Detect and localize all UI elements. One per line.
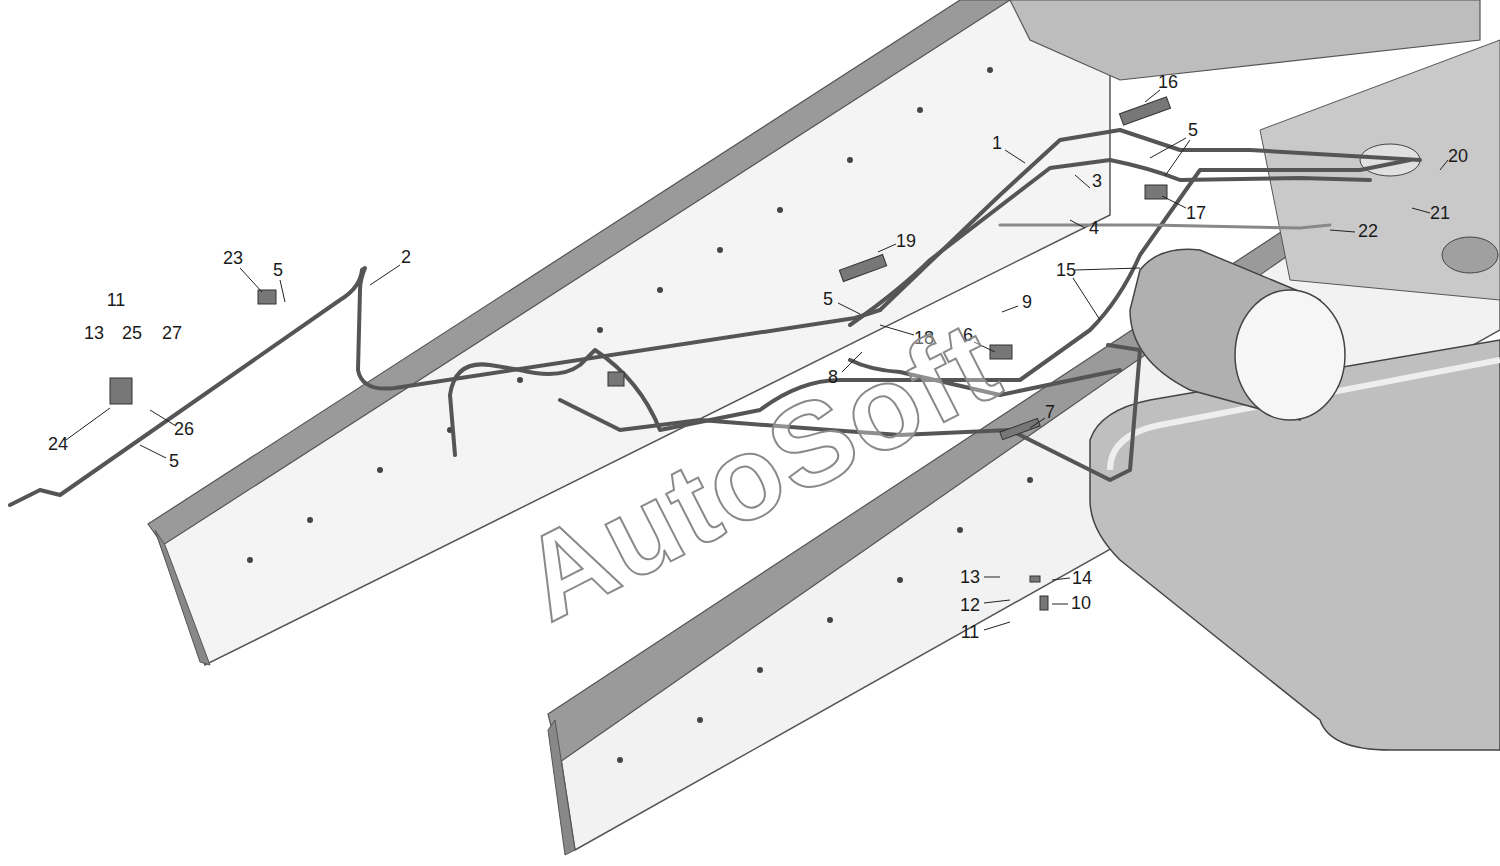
- callout-number: 16: [1158, 73, 1178, 91]
- callout-number: 21: [1430, 204, 1450, 222]
- callout-number: 13: [960, 568, 980, 586]
- callout-number: 26: [174, 420, 194, 438]
- callout-number: 12: [960, 596, 980, 614]
- callout-number: 5: [823, 290, 833, 308]
- callout-number: 10: [1071, 594, 1091, 612]
- callout-number: 17: [1186, 204, 1206, 222]
- callout-number: 7: [1045, 403, 1055, 421]
- callout-number: 2: [401, 248, 411, 266]
- callout-number: 3: [1092, 172, 1102, 190]
- callout-number: 15: [1056, 261, 1076, 279]
- callout-number: 23: [223, 249, 243, 267]
- callout-number: 14: [1072, 569, 1092, 587]
- callout-number: 11: [107, 291, 126, 309]
- callout-number: 22: [1358, 222, 1378, 240]
- callout-number: 13: [84, 324, 104, 342]
- callout-number: 25: [122, 324, 142, 342]
- callout-number: 24: [48, 435, 68, 453]
- callout-number: 11: [961, 623, 980, 641]
- callout-number: 19: [896, 232, 916, 250]
- callout-number: 1: [992, 134, 1002, 152]
- callout-number: 5: [169, 452, 179, 470]
- callout-number: 27: [162, 324, 182, 342]
- callout-number: 5: [1188, 121, 1198, 139]
- callout-number: 5: [273, 261, 283, 279]
- callout-number: 9: [1022, 293, 1032, 311]
- callout-number: 4: [1089, 219, 1099, 237]
- callout-number: 20: [1448, 147, 1468, 165]
